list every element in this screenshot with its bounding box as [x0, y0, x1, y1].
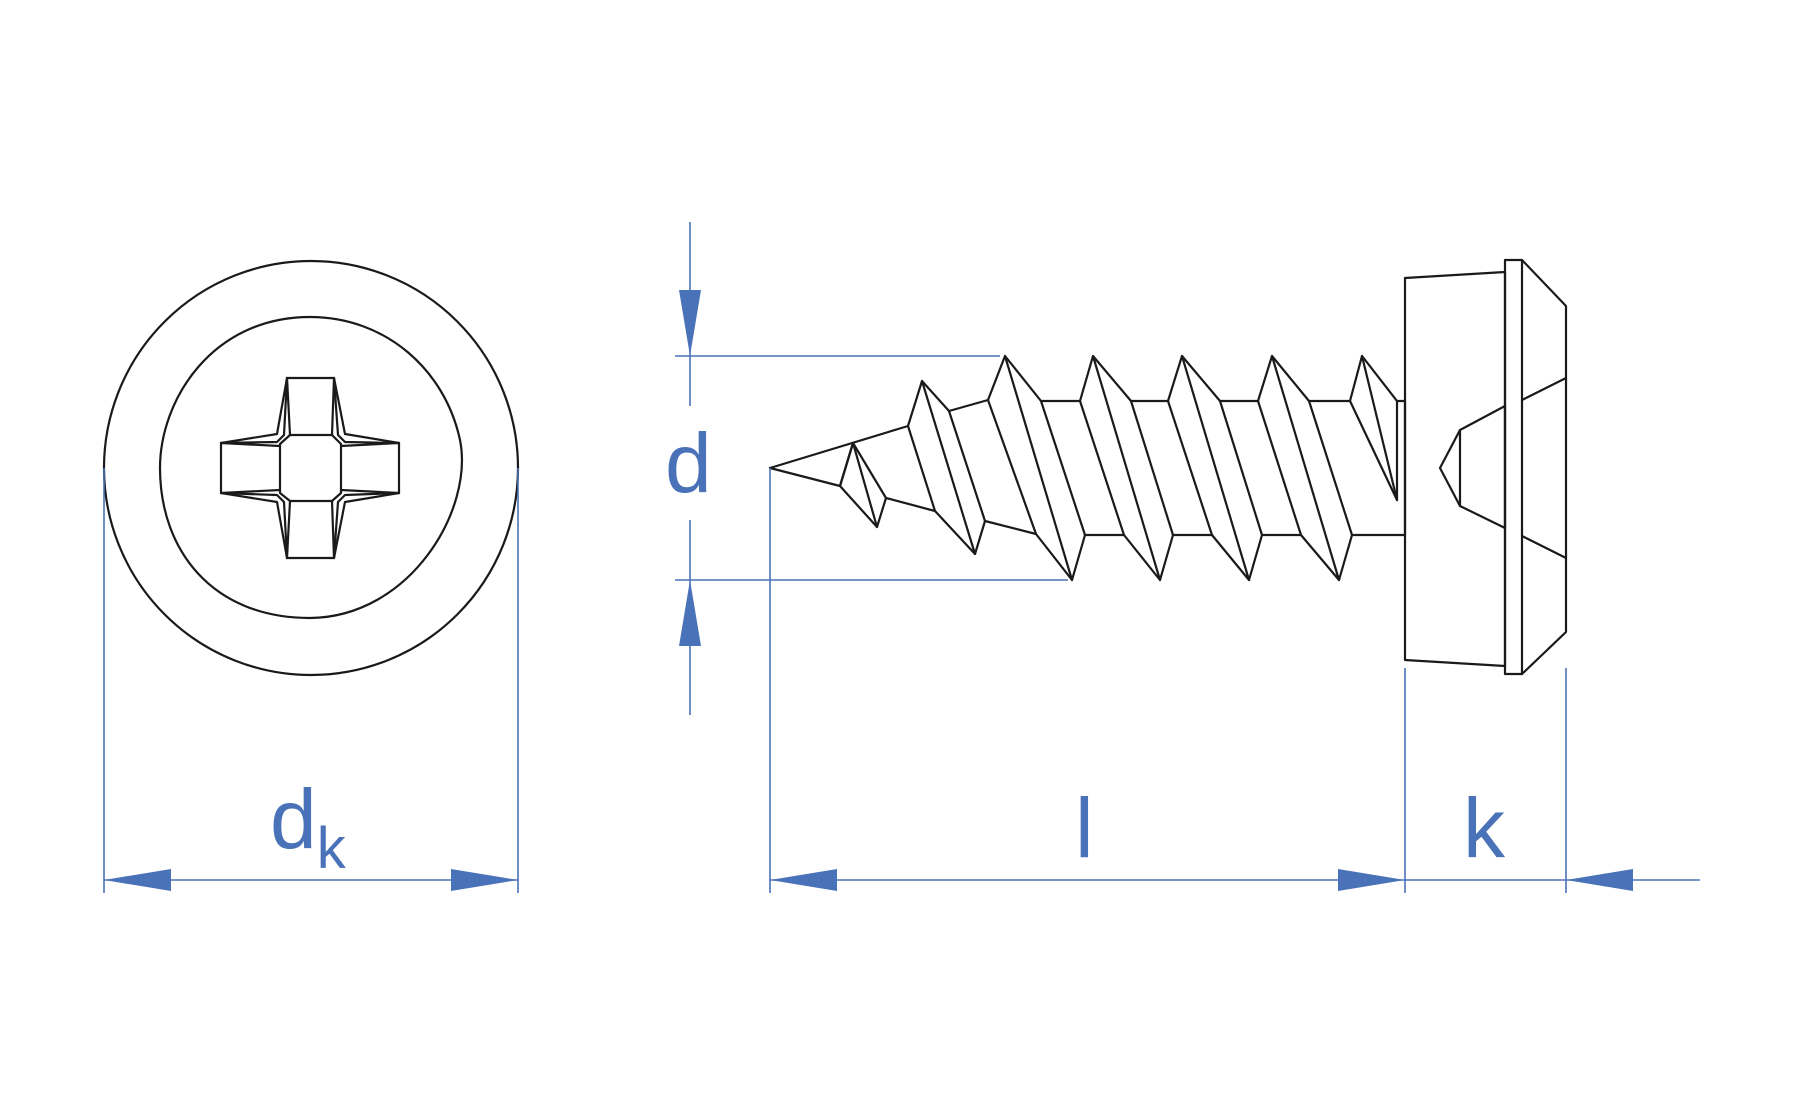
- thread-lower-contour: [768, 466, 1407, 582]
- arrow-left: [104, 869, 171, 891]
- k-label: k: [1463, 781, 1506, 875]
- head-top-view: [102, 259, 520, 677]
- arrow-left: [1566, 869, 1633, 891]
- d-label: d: [665, 416, 712, 510]
- head-outer-circle: [102, 259, 520, 677]
- dimension-lines: [103, 222, 1700, 893]
- arrow-right: [451, 869, 518, 891]
- arrow-down: [679, 290, 701, 356]
- thread-upper-contour: [768, 354, 1407, 470]
- screw-side-view: [768, 258, 1568, 676]
- arrow-left: [770, 869, 837, 891]
- arrow-up: [679, 580, 701, 646]
- cross-recess-icon: [219, 376, 401, 560]
- arrow-right: [1338, 869, 1405, 891]
- l-label: l: [1075, 781, 1094, 875]
- dk-label: dk: [270, 772, 347, 881]
- head-side: [1403, 258, 1568, 676]
- head-inner-contour: [158, 315, 463, 620]
- dk-subscript: k: [317, 816, 347, 881]
